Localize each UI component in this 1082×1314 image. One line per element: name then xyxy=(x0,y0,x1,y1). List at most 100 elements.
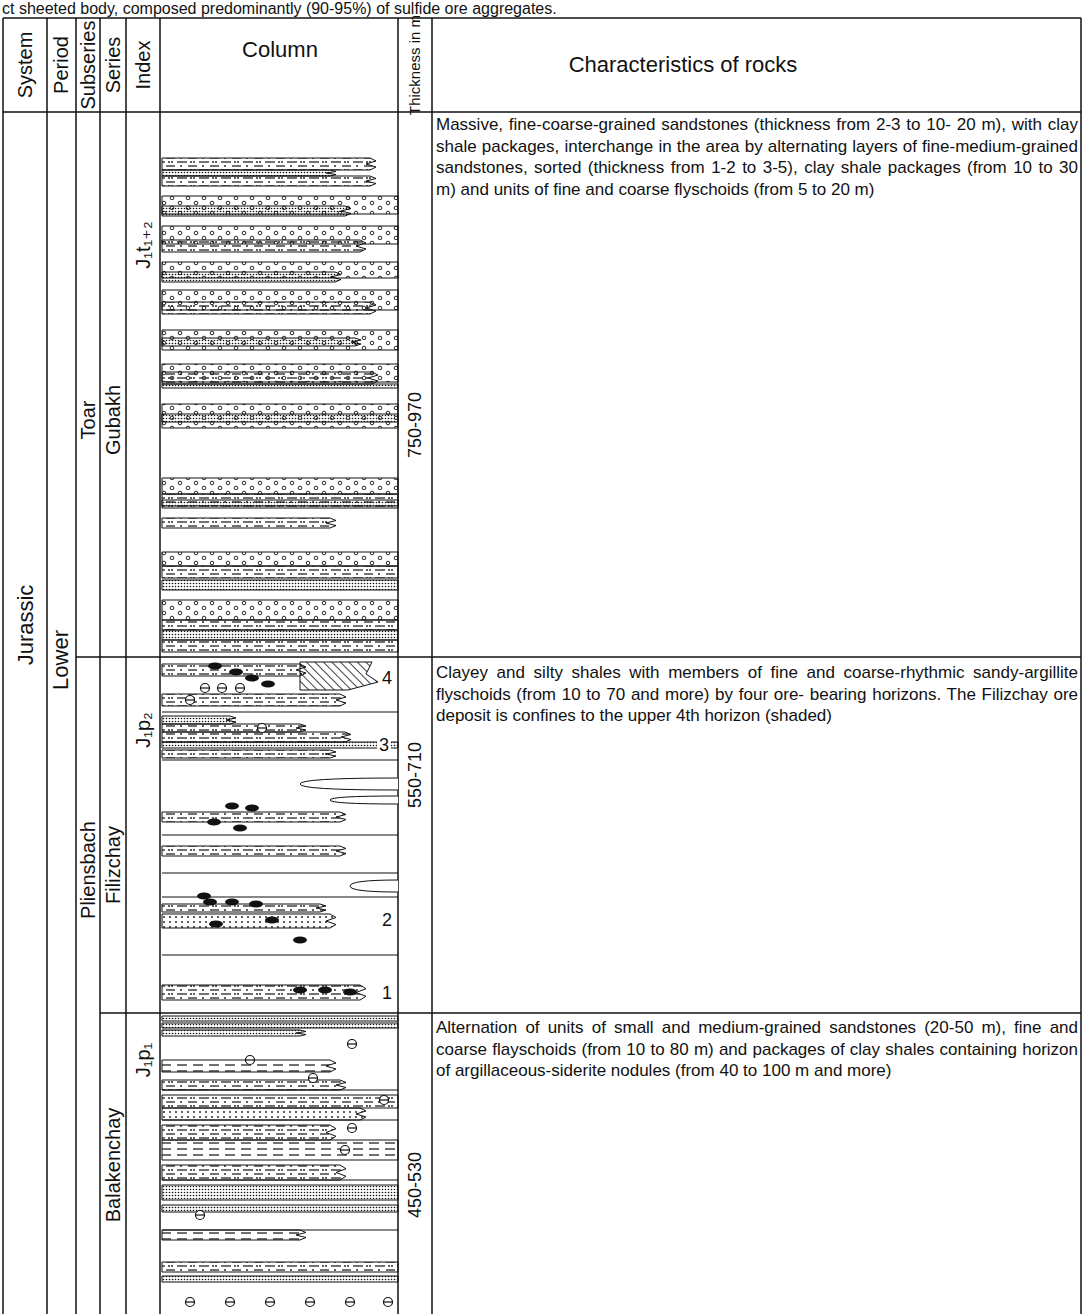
rock-bed xyxy=(162,552,398,566)
ore-nodule xyxy=(208,663,222,670)
rock-bed xyxy=(162,1165,346,1180)
index-symbol: J₁p₂ xyxy=(132,712,155,748)
bed-boundary xyxy=(162,1230,398,1231)
ore-nodule xyxy=(293,987,307,994)
rock-bed xyxy=(162,914,336,928)
rock-bed xyxy=(162,478,398,494)
column-header: Series xyxy=(102,37,125,94)
rock-bed xyxy=(162,732,351,742)
rock-description: Clayey and silty shales with members of … xyxy=(436,662,1078,727)
rock-bed xyxy=(162,414,398,422)
ore-nodule xyxy=(249,901,263,908)
siderite-nodule xyxy=(341,1146,350,1155)
grid-line xyxy=(2,18,4,1314)
siderite-nodule xyxy=(258,724,267,733)
rock-bed xyxy=(162,716,236,724)
thickness-value: 550-710 xyxy=(405,742,426,808)
series-name: Filizchay xyxy=(102,826,125,904)
ore-nodule xyxy=(245,805,259,812)
stage-name: Toar xyxy=(77,401,100,440)
period-name: Lower xyxy=(48,630,73,690)
rock-bed xyxy=(162,985,366,1000)
rock-bed xyxy=(162,1023,398,1028)
rock-bed xyxy=(162,1108,366,1120)
horizon-number: 1 xyxy=(380,983,394,1004)
ore-nodule xyxy=(209,921,223,928)
rock-bed xyxy=(162,1125,336,1140)
rock-bed xyxy=(162,330,398,350)
bed-boundary xyxy=(162,873,398,874)
rock-bed xyxy=(162,158,376,170)
rock-bed xyxy=(162,1080,346,1090)
rock-bed xyxy=(162,384,398,388)
rock-bed xyxy=(162,1185,398,1200)
bed-boundary xyxy=(162,712,398,713)
table-grid xyxy=(3,18,1081,1314)
grid-line xyxy=(3,17,1081,19)
rock-bed xyxy=(162,500,398,506)
rock-bed xyxy=(162,1262,398,1272)
thickness-value: 750-970 xyxy=(405,392,426,458)
column-header: Subseries xyxy=(77,21,100,110)
grid-line xyxy=(99,18,101,1314)
index-symbol: J₁t₁₊₂ xyxy=(132,221,155,268)
rock-bed xyxy=(162,846,346,856)
rock-bed xyxy=(162,272,341,282)
series-name: Gubakh xyxy=(102,385,125,455)
horizon-number: 3 xyxy=(377,735,391,756)
bed-boundary xyxy=(162,1180,398,1181)
rock-bed xyxy=(162,518,336,528)
rock-description: Alternation of units of small and medium… xyxy=(436,1017,1078,1082)
lens xyxy=(350,880,398,892)
ore-nodule xyxy=(265,917,279,924)
rock-bed xyxy=(162,372,378,384)
column-header: Column xyxy=(242,37,318,62)
ore-nodule xyxy=(203,899,217,906)
siderite-nodule xyxy=(384,1298,393,1307)
rock-bed xyxy=(162,176,376,186)
rock-bed xyxy=(162,170,336,176)
rock-bed xyxy=(162,620,398,630)
ore-nodule xyxy=(229,669,243,676)
column-header: Thickness in m xyxy=(406,15,423,115)
ore-nodule xyxy=(293,937,307,944)
bed-boundary xyxy=(162,1120,398,1121)
grid-line xyxy=(1080,18,1082,1314)
grid-line xyxy=(46,18,48,1314)
lens xyxy=(300,778,398,790)
thickness-value: 450-530 xyxy=(405,1152,426,1218)
grid-line xyxy=(159,18,161,1314)
rock-bed xyxy=(162,812,346,822)
rock-description: Massive, fine-coarse-grained sandstones … xyxy=(436,114,1078,201)
siderite-nodule xyxy=(346,1298,355,1307)
rock-bed xyxy=(162,694,346,706)
ore-nodule xyxy=(197,893,211,900)
ore-nodule xyxy=(225,899,239,906)
rock-bed xyxy=(162,640,398,652)
bed-boundary xyxy=(162,1090,398,1091)
rock-bed xyxy=(162,724,306,732)
stage-name: Pliensbach xyxy=(77,821,100,919)
ore-nodule xyxy=(343,989,357,996)
rock-bed xyxy=(162,240,366,252)
rock-bed xyxy=(162,750,336,758)
series-name: Balakenchay xyxy=(102,1108,125,1223)
grid-line xyxy=(431,18,433,1314)
ore-nodule xyxy=(233,825,247,832)
siderite-nodule xyxy=(246,1056,255,1065)
rock-bed xyxy=(162,904,326,912)
grid-line xyxy=(76,656,1081,658)
rock-bed xyxy=(162,664,306,676)
rock-bed xyxy=(162,1276,398,1282)
rock-bed xyxy=(162,1095,398,1108)
horizon-number: 2 xyxy=(380,910,394,931)
ore-nodule xyxy=(225,803,239,810)
ore-nodule xyxy=(207,819,221,826)
rock-bed xyxy=(162,630,398,640)
grid-line xyxy=(125,18,127,1314)
siderite-nodule xyxy=(218,684,227,693)
siderite-nodule xyxy=(306,1298,315,1307)
rock-bed xyxy=(162,742,398,748)
grid-line xyxy=(3,111,1081,113)
